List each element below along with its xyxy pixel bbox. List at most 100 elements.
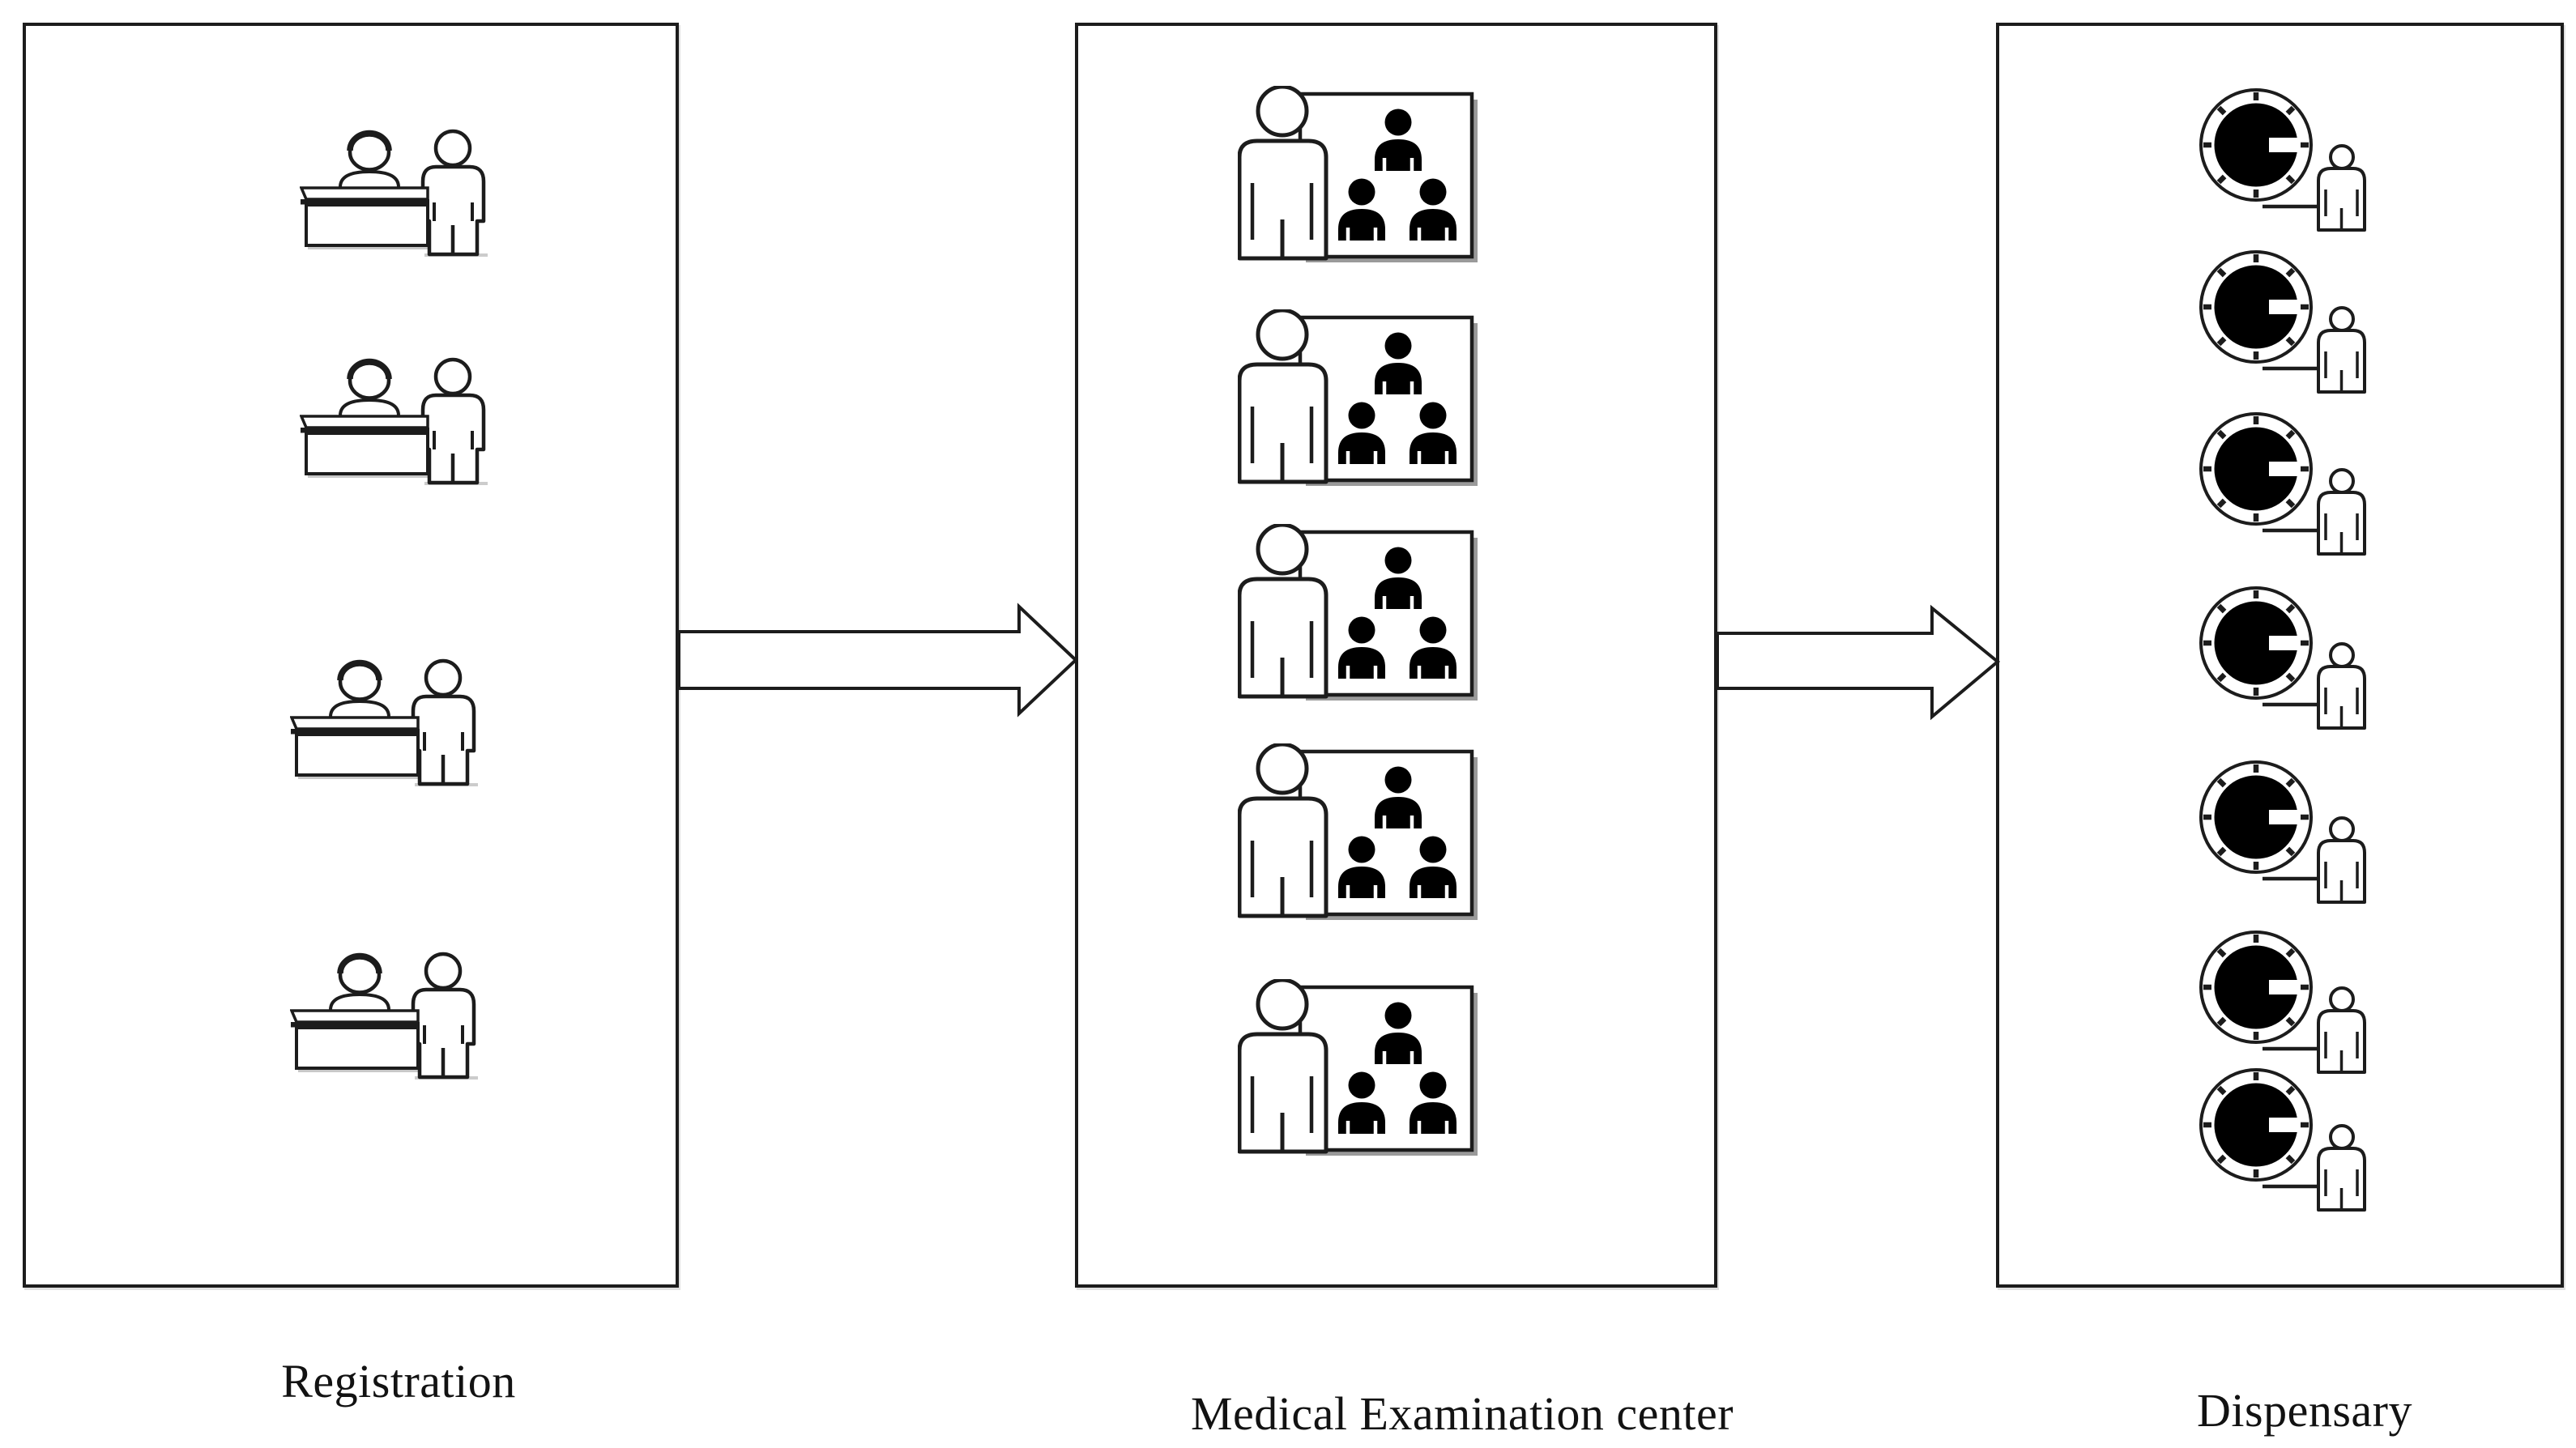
timer-clock <box>2199 931 2313 1044</box>
patient-silhouette <box>1410 402 1456 464</box>
patient-silhouette <box>1410 836 1456 898</box>
patient-arms <box>2324 688 2359 714</box>
timer-ticks <box>2203 416 2309 522</box>
doctor-arms <box>1250 841 1314 897</box>
waiting-patient-figure <box>2317 816 2366 904</box>
reception-desk-icon <box>290 952 478 1080</box>
medical-examination-box <box>1075 23 1717 1288</box>
patient-silhouette <box>1338 836 1385 898</box>
patient-silhouette <box>1338 616 1385 679</box>
patient-arms <box>2324 351 2359 378</box>
examination-rooms <box>1078 26 1714 1284</box>
doctor-arms <box>1250 621 1314 678</box>
desk-shadow <box>308 474 431 478</box>
patient-silhouette <box>1410 178 1456 241</box>
patient-silhouette <box>1375 1002 1422 1064</box>
waiting-patient-figure <box>2317 144 2366 232</box>
timer-clock <box>2199 88 2313 202</box>
timer-ticks <box>2203 254 2309 360</box>
patient-silhouette <box>1410 616 1456 679</box>
timer-ticks <box>2203 1072 2309 1178</box>
reception-desk <box>300 415 429 475</box>
registration-stations <box>26 26 676 1284</box>
waiting-patient-figure <box>2317 306 2366 394</box>
patient-arms <box>2324 1169 2359 1196</box>
waiting-patient-figure <box>2317 986 2366 1074</box>
waiting-patient-figure <box>2317 1124 2366 1212</box>
timer-hand-notch <box>2269 810 2311 824</box>
dispensing-timer-icon <box>2199 586 2366 730</box>
patient-arms <box>2324 513 2359 540</box>
patient-silhouette <box>1375 766 1422 828</box>
patient-arms <box>2324 1032 2359 1058</box>
clerk-hair <box>337 659 382 681</box>
patient-arms <box>433 431 474 449</box>
doctor-arms <box>1250 183 1314 240</box>
timer-ticks <box>2203 590 2309 696</box>
timer-hand-notch <box>2269 636 2311 650</box>
timer-clock <box>2199 760 2313 874</box>
doctor-figure <box>1238 524 1329 699</box>
arrow-registration-to-medical-icon <box>677 603 1078 718</box>
doctor-arms <box>1250 407 1314 463</box>
registration-label: Registration <box>281 1355 516 1408</box>
dispensary-box <box>1996 23 2564 1288</box>
timer-clock <box>2199 412 2313 526</box>
waiting-patient-figure <box>2317 642 2366 730</box>
waiting-patient-figure <box>2317 468 2366 556</box>
patient-arms <box>433 202 474 221</box>
patient-silhouette <box>1375 109 1422 171</box>
reception-desk <box>290 716 420 777</box>
desk-shadow <box>298 1068 421 1072</box>
patient-figure <box>411 952 476 1080</box>
dispensing-timer-icon <box>2199 88 2366 232</box>
desk-shadow <box>298 775 421 779</box>
patient-figure <box>420 357 486 485</box>
clerk-hair <box>337 952 382 974</box>
clerk-figure <box>329 952 390 1020</box>
patient-arms <box>2324 190 2359 216</box>
patient-arms <box>2324 862 2359 888</box>
timer-clock <box>2199 1068 2313 1182</box>
dispensing-timer-icon <box>2199 250 2366 394</box>
exam-room-icon <box>1238 979 1478 1156</box>
doctor-figure <box>1238 743 1329 918</box>
clerk-hair <box>347 130 392 151</box>
patient-silhouette <box>1338 402 1385 464</box>
timer-hand-notch <box>2269 300 2311 314</box>
timer-ticks <box>2203 764 2309 870</box>
exam-room-icon <box>1238 309 1478 486</box>
patient-group-board <box>1298 315 1478 486</box>
patient-silhouette <box>1375 332 1422 394</box>
desk-shadow <box>308 245 431 249</box>
reception-desk <box>300 186 429 247</box>
patient-group-board <box>1298 985 1478 1156</box>
patient-group-board <box>1298 92 1478 262</box>
doctor-arms <box>1250 1076 1314 1133</box>
dispensing-timer-icon <box>2199 1068 2366 1212</box>
medical-examination-label: Medical Examination center <box>1190 1387 1734 1440</box>
arrow-medical-to-dispensary-icon <box>1716 604 2001 721</box>
exam-room-icon <box>1238 524 1478 701</box>
patient-group-board <box>1298 749 1478 920</box>
patient-arms <box>423 732 464 751</box>
doctor-figure <box>1238 309 1329 484</box>
timer-hand-notch <box>2269 980 2311 994</box>
dispensing-timer-icon <box>2199 412 2366 556</box>
patient-silhouette <box>1338 178 1385 241</box>
exam-room-icon <box>1238 743 1478 920</box>
reception-desk-icon <box>300 357 488 485</box>
timer-clock <box>2199 586 2313 700</box>
timer-hand-notch <box>2269 1118 2311 1132</box>
timer-ticks <box>2203 92 2309 198</box>
dispensing-counters <box>1999 26 2561 1284</box>
patient-figure <box>420 129 486 257</box>
patient-arms <box>423 1025 464 1044</box>
clerk-hair <box>347 358 392 380</box>
reception-desk-icon <box>300 129 488 257</box>
patient-silhouette <box>1375 547 1422 609</box>
doctor-figure <box>1238 979 1329 1154</box>
exam-room-icon <box>1238 86 1478 262</box>
timer-ticks <box>2203 935 2309 1040</box>
registration-box <box>23 23 679 1288</box>
